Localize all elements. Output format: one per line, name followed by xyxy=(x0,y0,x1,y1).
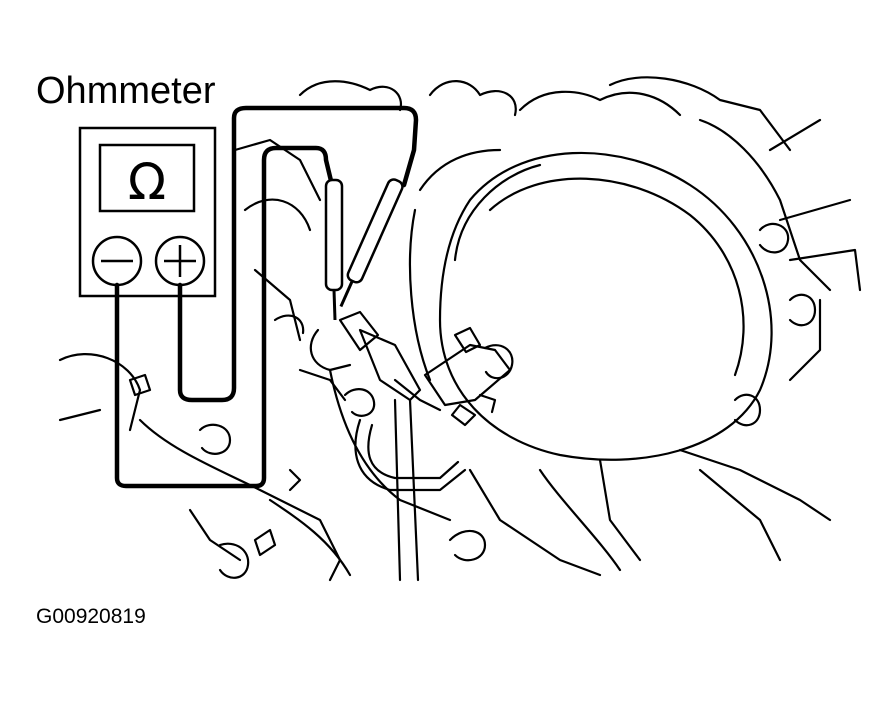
negative-probe xyxy=(324,178,344,292)
ohmmeter-label: Ohmmeter xyxy=(36,70,216,112)
positive-lead-wire xyxy=(177,105,419,403)
test-leads xyxy=(114,105,419,489)
meter-display xyxy=(98,143,196,213)
negative-lead-wire xyxy=(114,145,335,489)
figure-code: G00920819 xyxy=(36,605,146,628)
engine-background-lineart xyxy=(58,76,862,582)
plus-icon xyxy=(164,245,196,277)
test-probes xyxy=(324,178,404,321)
positive-probe xyxy=(346,178,404,284)
ohm-symbol: Ω xyxy=(128,153,166,211)
ohmmeter-body: Ω xyxy=(78,126,217,298)
